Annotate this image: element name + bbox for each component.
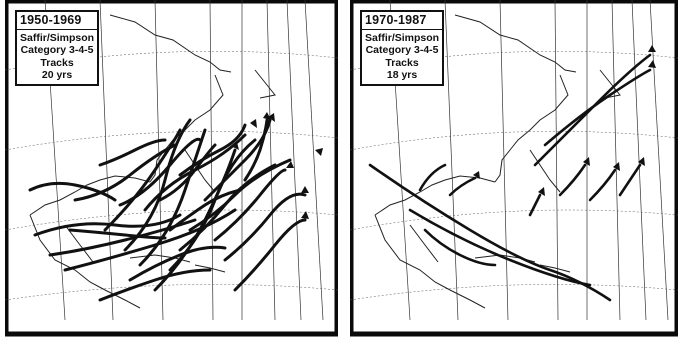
map-panel-1970-1987: 1970-1987 Saffir/Simpson Category 3-4-5 … — [350, 0, 678, 337]
period-label: 1970-1987 — [362, 13, 443, 31]
years-label: 18 yrs — [386, 68, 418, 81]
scale-label: Saffir/Simpson — [365, 32, 440, 45]
tracks-label: Tracks — [40, 56, 74, 69]
legend-box-1950-1969: 1950-1969 Saffir/Simpson Category 3-4-5 … — [15, 10, 100, 86]
tracks-label: Tracks — [385, 56, 419, 69]
meridian-lines — [389, 0, 669, 321]
map-panel-1950-1969: 1950-1969 Saffir/Simpson Category 3-4-5 … — [5, 0, 338, 337]
track-arrowheads — [231, 112, 323, 219]
category-label: Category 3-4-5 — [20, 44, 94, 57]
scale-label: Saffir/Simpson — [20, 32, 95, 45]
track-lines — [368, 53, 652, 302]
years-label: 20 yrs — [41, 68, 73, 81]
parallel-lines — [350, 51, 678, 301]
track-arrowheads — [473, 45, 656, 196]
track-lines — [28, 118, 307, 302]
period-label: 1950-1969 — [17, 13, 98, 31]
legend-box-1970-1987: 1970-1987 Saffir/Simpson Category 3-4-5 … — [360, 10, 445, 86]
category-label: Category 3-4-5 — [365, 44, 439, 57]
